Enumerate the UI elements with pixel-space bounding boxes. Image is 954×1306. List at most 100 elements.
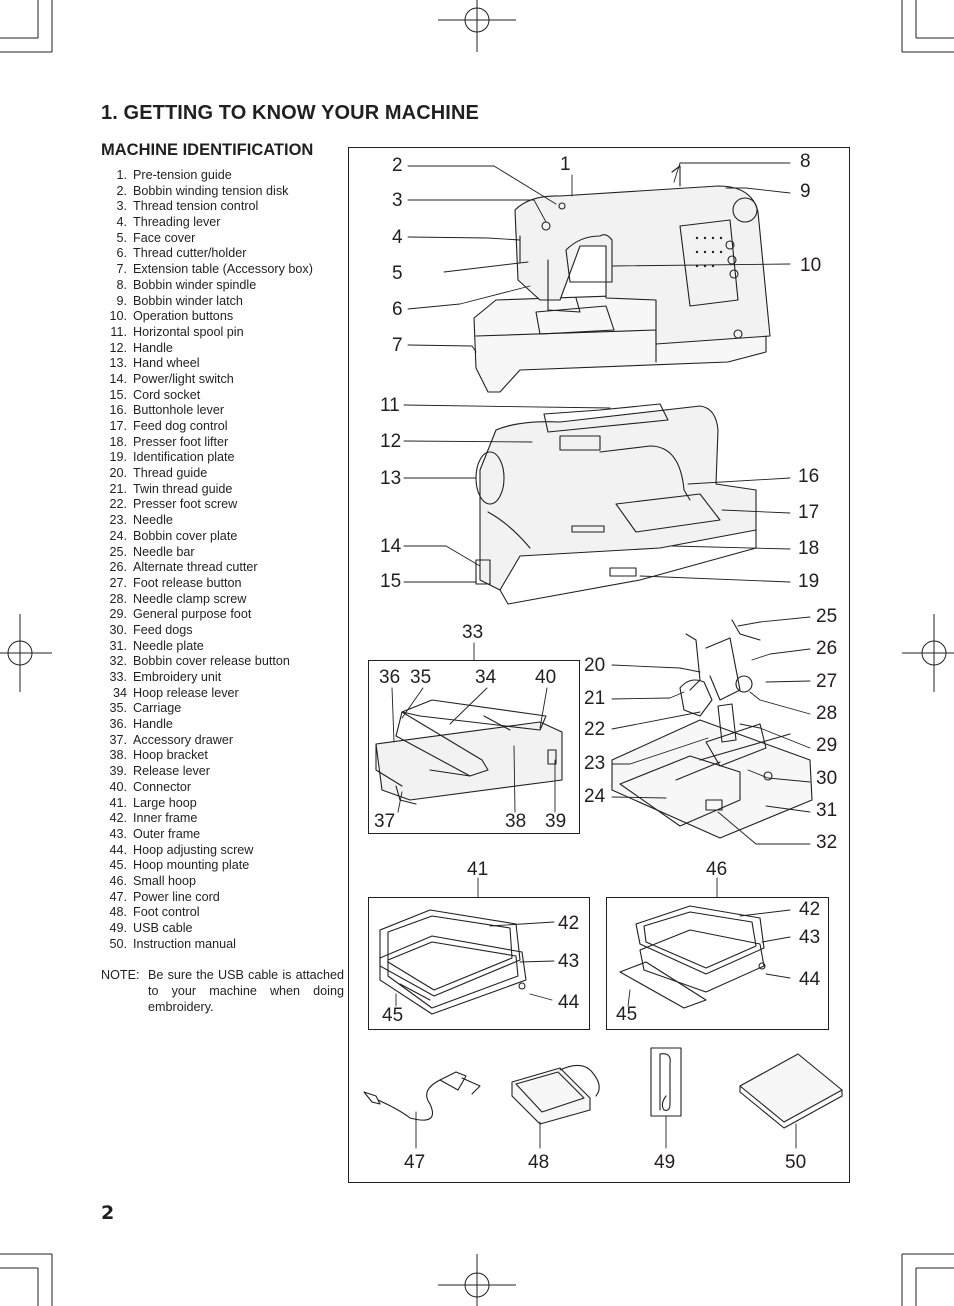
part-number: 15. <box>109 387 127 402</box>
part-label: Hoop mounting plate <box>133 858 250 873</box>
callout-45-large-hoop: 45 <box>382 1005 404 1026</box>
part-label: Hoop adjusting screw <box>133 842 254 857</box>
part-number: 45. <box>109 858 127 873</box>
part-label: Cord socket <box>133 387 201 402</box>
part-number: 42. <box>109 811 127 826</box>
callout-26: 26 <box>816 638 838 659</box>
callout-12: 12 <box>380 431 402 452</box>
embroidery-unit-illustration <box>375 699 563 805</box>
callout-25: 25 <box>816 606 838 627</box>
part-number: 22. <box>109 497 127 512</box>
part-label: Foot control <box>133 905 200 920</box>
callout-41: 41 <box>467 859 489 880</box>
callout-27: 27 <box>816 671 838 692</box>
part-list-item: 28.Needle clamp screw <box>101 592 313 608</box>
page-title: 1. GETTING TO KNOW YOUR MACHINE <box>101 102 479 124</box>
part-list-item: 18.Presser foot lifter <box>101 435 313 451</box>
callout-45-small-hoop: 45 <box>616 1004 638 1025</box>
part-number: 41. <box>109 795 127 810</box>
part-label: Power/light switch <box>133 371 234 386</box>
part-list-item: 14. Power/light switch <box>101 372 313 388</box>
part-list-item: 6.Thread cutter/holder <box>101 246 313 262</box>
callout-22: 22 <box>584 719 606 740</box>
part-label: Carriage <box>133 701 182 716</box>
part-list-item: 31.Needle plate <box>101 639 313 655</box>
part-list-item: 40. Connector <box>101 780 313 796</box>
part-list-item: 33.Embroidery unit <box>101 670 313 686</box>
part-label: Pre-tension guide <box>133 168 232 182</box>
section-title: MACHINE IDENTIFICATION <box>101 141 314 159</box>
part-label: Face cover <box>133 230 196 245</box>
part-number: 6. <box>116 246 127 261</box>
part-list-item: 11.Horizontal spool pin <box>101 325 313 341</box>
callout-50: 50 <box>785 1152 807 1173</box>
callout-47: 47 <box>404 1152 426 1173</box>
callout-31: 31 <box>816 800 838 821</box>
part-label: Needle plate <box>133 638 204 653</box>
part-list-item: 1.Pre-tension guide <box>101 168 313 184</box>
part-number: 8. <box>116 277 127 292</box>
callout-4: 4 <box>392 227 403 248</box>
part-number: 40. <box>109 779 127 794</box>
part-list-item: 43. Outer frame <box>101 827 313 843</box>
part-number: 19. <box>109 450 127 465</box>
part-list-item: 24.Bobbin cover plate <box>101 529 313 545</box>
note-text: Be sure the USB cable is attached to you… <box>148 968 344 1014</box>
part-label: Connector <box>133 779 192 794</box>
leader-lines <box>391 162 811 1149</box>
callout-39: 39 <box>545 811 567 832</box>
callout-19: 19 <box>798 571 820 592</box>
part-label: Release lever <box>133 764 211 779</box>
part-list-item: 50.Instruction manual <box>101 937 313 953</box>
small-hoop-box <box>606 897 829 1030</box>
small-hoop-illustration <box>619 905 766 1009</box>
part-number: 27. <box>109 575 127 590</box>
part-number: 43. <box>109 826 127 841</box>
part-label: Hoop release lever <box>133 685 239 700</box>
part-label: Feed dog control <box>133 419 228 433</box>
part-list-item: 17. Feed dog control <box>101 419 313 435</box>
part-label: Bobbin winding tension disk <box>133 183 289 198</box>
part-list-item: 4.Threading lever <box>101 215 313 231</box>
callout-15: 15 <box>380 571 402 592</box>
part-label: Small hoop <box>133 873 197 888</box>
callout-34: 34 <box>475 667 497 688</box>
part-number: 13. <box>109 356 127 371</box>
part-label: Outer frame <box>133 826 201 841</box>
part-label: Alternate thread cutter <box>133 560 258 575</box>
part-list-item: 42.Inner frame <box>101 811 313 827</box>
callout-28: 28 <box>816 703 838 724</box>
part-number: 10. <box>109 309 127 324</box>
part-list-item: 36.Handle <box>101 717 313 733</box>
part-label: Bobbin winder spindle <box>133 277 257 292</box>
part-list-item: 30.Feed dogs <box>101 623 313 639</box>
part-number: 17. <box>109 419 127 433</box>
part-label: Twin thread guide <box>133 481 233 496</box>
part-number: 9. <box>116 293 127 308</box>
part-label: Bobbin cover plate <box>133 528 238 543</box>
needle-area-illustration <box>611 619 813 839</box>
sewing-machine-front-illustration <box>473 165 771 393</box>
callout-5: 5 <box>392 263 403 284</box>
part-number: 14. <box>109 371 127 386</box>
page-number: 2 <box>101 1202 115 1224</box>
part-list-item: 46.Small hoop <box>101 874 313 890</box>
part-list-item: 47.Power line cord <box>101 890 313 906</box>
callout-23: 23 <box>584 753 606 774</box>
instruction-manual-illustration <box>739 1053 843 1129</box>
part-number: 35. <box>109 701 127 716</box>
callout-1: 1 <box>560 154 571 175</box>
part-list-item: 32.Bobbin cover release button <box>101 654 313 670</box>
usb-cable-illustration <box>650 1047 682 1117</box>
part-list-item: 25.Needle bar <box>101 545 313 561</box>
callout-21: 21 <box>584 688 606 709</box>
part-label: Hand wheel <box>133 356 200 371</box>
callout-44-small-hoop: 44 <box>799 969 821 990</box>
foot-control-illustration <box>511 1064 600 1125</box>
part-number: 47. <box>109 889 127 904</box>
part-label: Presser foot screw <box>133 497 238 512</box>
part-list-item: 20.Thread guide <box>101 466 313 482</box>
part-list-item: 23.Needle <box>101 513 313 529</box>
